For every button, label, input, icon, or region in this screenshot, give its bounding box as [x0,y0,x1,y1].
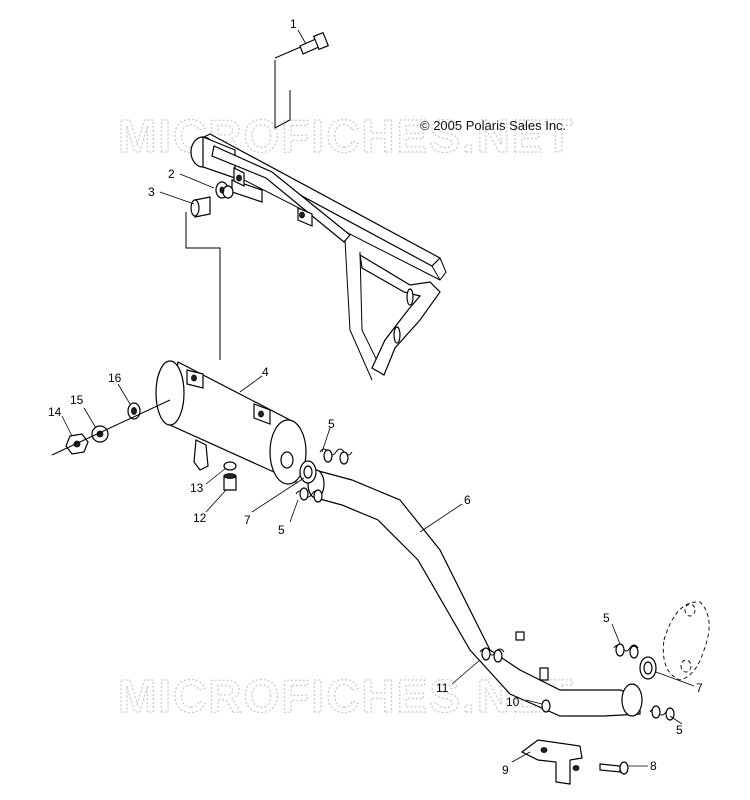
washer-part-16 [127,402,141,420]
hanger-guide-line [185,212,221,360]
callout-6: 6 [464,493,471,507]
callout-13: 13 [190,481,204,495]
callout-1: 1 [290,17,297,31]
callout-16: 16 [108,371,122,385]
frame-assembly [190,39,447,381]
gasket-part-7-left [299,460,317,484]
spring-part-5-c [613,643,639,659]
spring-part-5-b [295,487,323,503]
callout-12: 12 [193,511,207,525]
callout-14: 14 [48,405,62,419]
gasket-part-13 [223,461,237,471]
callout-5-c: 5 [603,611,610,625]
leader-lines [61,29,695,767]
callout-11: 11 [436,681,449,695]
lock-washer-part-15 [91,425,109,443]
grommet-part-3 [190,196,211,218]
bracket-part-9 [520,739,583,785]
callout-7-left: 7 [244,513,251,527]
clip-part-10 [541,699,551,713]
head-pipe-part-6 [307,469,643,717]
spring-part-5-d [649,705,675,721]
callout-10: 10 [506,695,520,709]
callout-5-d: 5 [676,723,683,737]
callouts: 1 2 3 4 5 5 5 5 6 7 7 8 9 10 11 12 13 14… [48,17,703,777]
stud-axis-line [51,399,171,456]
callout-3: 3 [148,185,155,199]
bolt-part-8 [599,761,629,775]
callout-5-a: 5 [328,417,335,431]
callout-7-right: 7 [696,681,703,695]
callout-4: 4 [262,365,269,379]
spring-part-11 [479,647,505,663]
exhaust-port-outline [662,601,710,681]
copyright-text: © 2005 Polaris Sales Inc. [420,118,566,133]
muffler-part-4 [155,360,307,485]
bushing-part-2 [215,181,234,199]
plug-part-12 [223,473,237,491]
callout-9: 9 [502,763,509,777]
bolt-part-1 [299,31,330,55]
gasket-part-7-right [639,656,657,680]
spring-part-5-a [319,448,353,465]
nut-part-14 [65,433,89,455]
callout-2: 2 [168,167,175,181]
callout-5-b: 5 [278,523,285,537]
callout-8: 8 [650,759,657,773]
callout-15: 15 [70,393,84,407]
